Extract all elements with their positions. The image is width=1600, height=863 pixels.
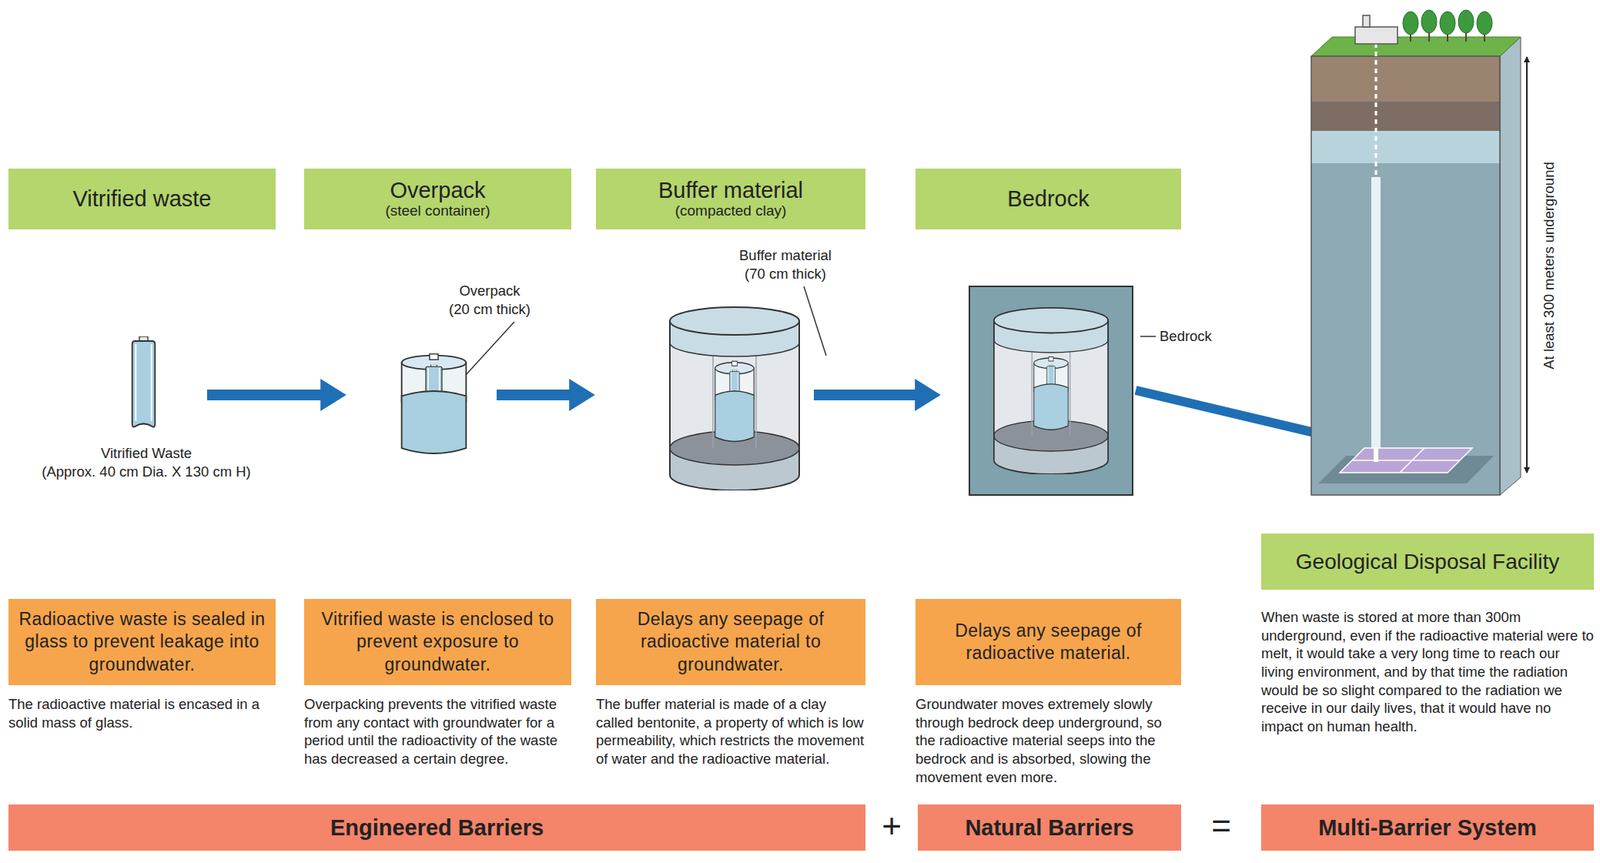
box-text: Overpack <box>389 177 486 203</box>
bedrock-drawing <box>969 286 1133 496</box>
vitrified-canister <box>132 336 156 427</box>
operator-sign: = <box>1204 807 1239 845</box>
disposal-facility <box>1402 10 1493 42</box>
disposal-facility <box>1311 36 1521 57</box>
box-subtext: (compacted clay) <box>675 202 787 221</box>
leader-line <box>465 286 1156 375</box>
barrier-band: Natural Barriers <box>917 804 1182 851</box>
disposal-facility <box>1439 11 1456 35</box>
depth-dimension <box>1526 56 1528 473</box>
box-text: Delays any seepage of radioactive materi… <box>924 619 1172 665</box>
disposal-facility <box>1311 56 1500 102</box>
disposal-facility <box>1373 448 1379 462</box>
buffer-drawing <box>669 307 800 491</box>
box-text: Vitrified waste <box>73 186 212 211</box>
disposal-facility <box>1355 26 1398 44</box>
box-text: Radioactive waste is sealed in glass to … <box>17 608 267 677</box>
leader-line <box>465 321 515 375</box>
disposal-facility <box>1311 163 1500 496</box>
heading-box: Geological Disposal Facility <box>1261 533 1594 590</box>
box-subtext: (steel container) <box>384 202 490 221</box>
depth-label: At least 300 meters underground <box>1539 161 1559 369</box>
description-text: Overpacking prevents the vitrified waste… <box>304 695 572 769</box>
purpose-box: Delays any seepage of radioactive materi… <box>915 599 1182 686</box>
flow-arrow <box>813 389 918 401</box>
bedrock-drawing <box>994 307 1108 475</box>
box-text: Multi-Barrier System <box>1318 815 1537 841</box>
bedrock-drawing <box>969 286 1133 496</box>
flow-arrow <box>207 389 323 401</box>
operator-sign: + <box>874 807 909 845</box>
vitrified-canister <box>132 336 156 427</box>
disposal-facility <box>1311 130 1500 164</box>
buffer-drawing <box>669 307 800 491</box>
disposal-facility <box>1421 10 1437 34</box>
part-label: Bedrock <box>1159 327 1260 346</box>
leader-line <box>1140 335 1156 338</box>
heading-box: Overpack(steel container) <box>304 168 572 230</box>
description-text: When waste is stored at more than 300m u… <box>1261 608 1594 737</box>
box-text: Engineered Barriers <box>330 815 544 841</box>
overpack-drawing <box>401 354 467 454</box>
heading-box: Buffer material(compacted clay) <box>595 168 866 230</box>
disposal-facility <box>1371 177 1381 455</box>
disposal-facility <box>1402 11 1419 35</box>
box-text: Buffer material <box>658 177 804 203</box>
disposal-facility <box>1458 10 1474 34</box>
depth-dimension <box>1526 56 1528 473</box>
description-text: Groundwater moves extremely slowly throu… <box>915 695 1182 787</box>
box-text: Vitrified waste is enclosed to prevent e… <box>313 608 563 677</box>
dimension-label: (20 cm thick) <box>412 300 567 319</box>
disposal-facility <box>1311 56 1500 496</box>
overpack-drawing <box>401 354 467 454</box>
disposal-facility <box>1399 448 1425 473</box>
heading-box: Vitrified waste <box>8 168 276 230</box>
dimension-label: (Approx. 40 cm Dia. X 130 cm H) <box>15 462 278 482</box>
box-text: Bedrock <box>1007 186 1089 211</box>
disposal-facility <box>1311 101 1500 131</box>
disposal-facility <box>1352 459 1460 462</box>
box-text: Natural Barriers <box>964 815 1134 841</box>
disposal-facility <box>1476 11 1493 35</box>
purpose-box: Vitrified waste is enclosed to prevent e… <box>304 599 572 686</box>
barrier-band: Multi-Barrier System <box>1261 804 1594 851</box>
part-label: Overpack <box>412 281 567 301</box>
purpose-box: Radioactive waste is sealed in glass to … <box>8 599 276 686</box>
description-text: The radioactive material is encased in a… <box>8 695 276 732</box>
flow-arrow <box>207 390 1373 447</box>
disposal-facility <box>1375 43 1378 178</box>
disposal-facility <box>1339 448 1473 473</box>
leader-line <box>803 286 827 356</box>
disposal-facility <box>1362 15 1370 27</box>
barrier-band: Engineered Barriers <box>8 804 866 851</box>
part-label: Vitrified Waste <box>15 444 278 463</box>
disposal-facility <box>1499 36 1521 496</box>
part-label: Buffer material <box>700 246 871 265</box>
box-text: Delays any seepage of radioactive materi… <box>605 608 857 677</box>
heading-box: Bedrock <box>915 168 1182 230</box>
disposal-facility <box>1311 10 1521 496</box>
purpose-box: Delays any seepage of radioactive materi… <box>595 599 866 686</box>
box-text: Geological Disposal Facility <box>1295 549 1560 574</box>
description-text: The buffer material is made of a clay ca… <box>595 695 866 769</box>
flow-arrow <box>496 389 572 401</box>
dimension-label: (70 cm thick) <box>700 264 871 284</box>
